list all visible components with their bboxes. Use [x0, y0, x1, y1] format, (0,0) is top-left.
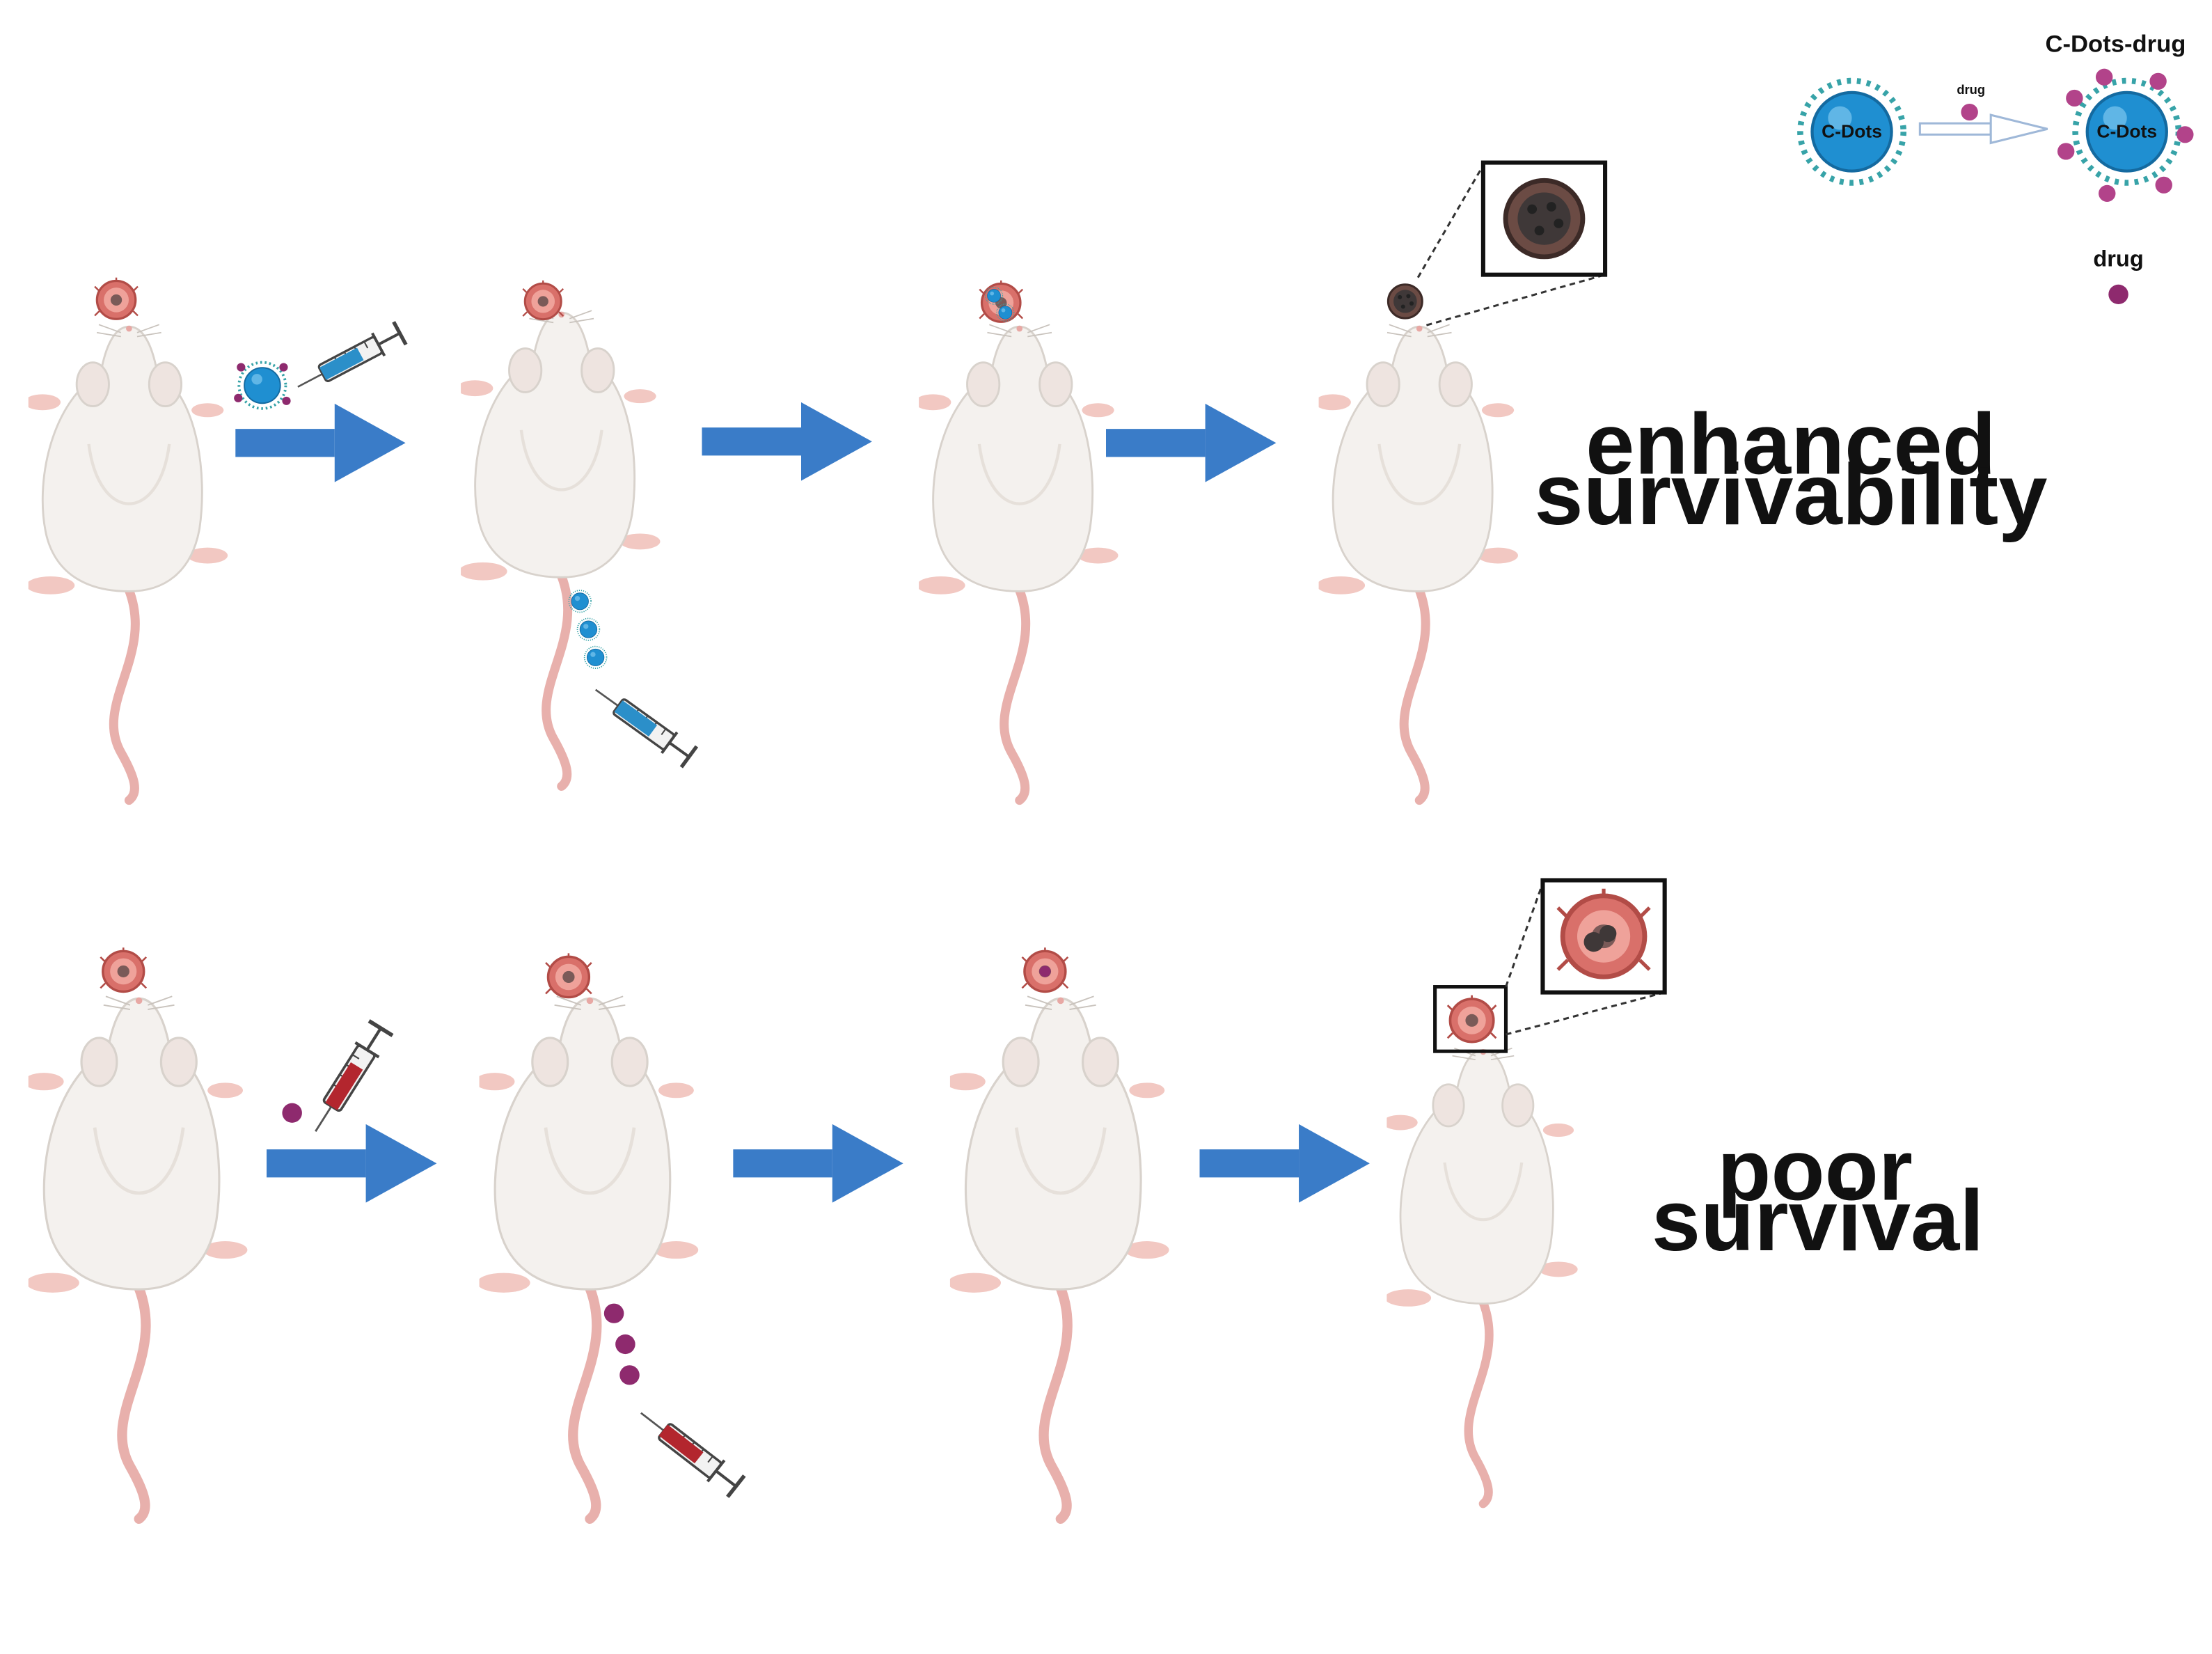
- mouse-icon: [946, 947, 1169, 1519]
- arrow-right-icon: [266, 1124, 437, 1203]
- outcome-top-line-1: enhanced: [1586, 395, 1996, 492]
- tumor-icon: [93, 277, 139, 320]
- tail-c-dots: [568, 590, 608, 669]
- arrow-right-icon: [733, 1124, 903, 1203]
- bottom-row: [24, 878, 1667, 1519]
- outcome-bottom-line-1: poor: [1717, 1121, 1913, 1218]
- arrow-right-icon: [235, 403, 406, 482]
- arrow-right-icon: [1106, 403, 1277, 482]
- c-dot-label: C-Dots: [1822, 120, 1882, 141]
- drug-particle-icon: [282, 1103, 302, 1123]
- mouse-icon: [24, 947, 247, 1519]
- c-dot-conjugate-label: C-Dots: [2096, 120, 2157, 141]
- mouse-icon: [1315, 283, 1518, 801]
- c-dot-drug-icon: [234, 361, 291, 410]
- syringe-icon: [588, 679, 697, 767]
- c-dot-drug-conjugate-icon: C-Dots: [2057, 68, 2194, 202]
- top-row: [24, 160, 1608, 801]
- tumor-icon: [1446, 995, 1498, 1043]
- mouse-icon: [1383, 985, 1578, 1504]
- tail-drug-particles: [603, 1303, 640, 1385]
- outcome-top-line-2: survivability: [1534, 446, 2047, 543]
- tumor-zoom-box: [1505, 878, 1667, 1036]
- outcome-bottom-line-2: survival: [1652, 1172, 1984, 1269]
- tumor-icon: [544, 953, 593, 999]
- tumor-zoom-box: [1416, 160, 1608, 326]
- legend: C-Dots-drug C-Dots drug C-Dots drug: [1800, 31, 2194, 304]
- c-dot-icon: C-Dots: [1800, 81, 1903, 183]
- arrow-right-icon: [702, 402, 872, 481]
- legend-drug-title: drug: [2093, 246, 2143, 271]
- syringe-icon: [292, 322, 406, 398]
- syringe-icon: [633, 1402, 745, 1497]
- legend-conjugate-title: C-Dots-drug: [2046, 31, 2186, 58]
- arrow-right-icon: [1199, 1124, 1370, 1203]
- mouse-icon: [24, 277, 228, 801]
- tumor-treated-icon: [1387, 283, 1423, 320]
- syringe-icon: [303, 1021, 393, 1139]
- drug-particle-icon: [2108, 284, 2128, 304]
- tumor-icon: [99, 947, 148, 993]
- drug-particle-icon: [1961, 104, 1978, 121]
- tumor-icon: [521, 280, 564, 321]
- mouse-icon: [915, 280, 1118, 801]
- legend-arrow-icon: [1918, 113, 2048, 145]
- legend-arrow-label: drug: [1957, 83, 1985, 97]
